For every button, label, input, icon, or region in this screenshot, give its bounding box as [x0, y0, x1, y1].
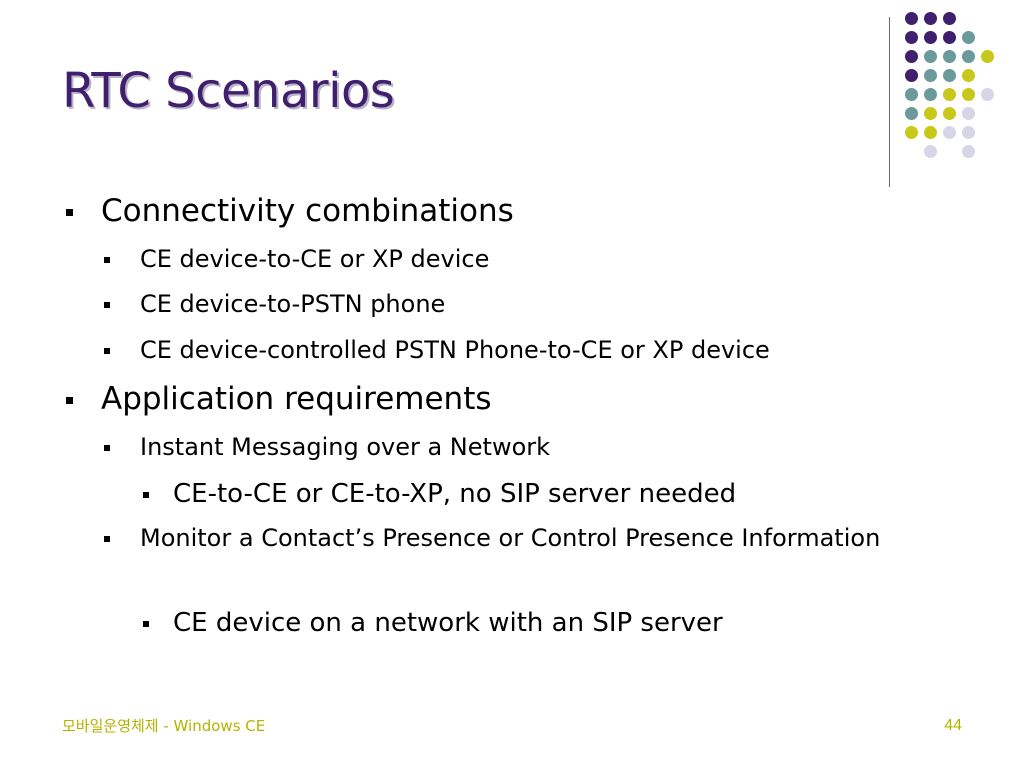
footer-title: 모바일운영체제 - Windows CE [62, 717, 266, 735]
slide-title: RTC Scenarios [62, 63, 395, 119]
decorative-dot [962, 50, 975, 63]
bullet-marker [104, 257, 110, 263]
bullet-item: Connectivity combinations [66, 191, 514, 231]
decorative-dot [924, 69, 937, 82]
bullet-text: CE device on a network with an SIP serve… [173, 608, 723, 638]
decorative-dot [905, 126, 918, 139]
decorative-dot [905, 69, 918, 82]
bullet-item: Application requirements [66, 379, 492, 419]
decorative-dot [962, 88, 975, 101]
bullet-text: CE-to-CE or CE-to-XP, no SIP server need… [173, 479, 737, 509]
decorative-dot [962, 69, 975, 82]
decorative-divider [889, 17, 890, 187]
page-number: 44 [944, 717, 962, 734]
decorative-dot [924, 107, 937, 120]
bullet-text: Application requirements [101, 381, 492, 417]
sub-bullet-item: CE device-to-CE or XP device [104, 240, 490, 279]
bullet-marker [104, 536, 110, 542]
bullet-marker [143, 621, 149, 627]
bullet-marker [66, 397, 73, 404]
bullet-list: Connectivity combinations CE device-to-C… [66, 191, 900, 643]
bullet-text: Instant Messaging over a Network [140, 433, 551, 461]
sub-bullet-item: CE device-controlled PSTN Phone-to-CE or… [104, 331, 770, 370]
decorative-dot [924, 88, 937, 101]
bullet-text: Monitor a Contact’s Presence or Control … [140, 524, 881, 552]
decorative-dot [962, 31, 975, 44]
sub-bullet-item: Instant Messaging over a Network [104, 428, 551, 467]
decorative-dot [905, 50, 918, 63]
sub-sub-bullet-item: CE-to-CE or CE-to-XP, no SIP server need… [143, 474, 737, 514]
decorative-dot [943, 88, 956, 101]
bullet-marker [143, 492, 149, 498]
decorative-dot [943, 107, 956, 120]
decorative-dot [962, 126, 975, 139]
sub-bullet-item: CE device-to-PSTN phone [104, 285, 446, 324]
decorative-dot [905, 88, 918, 101]
bullet-marker [66, 209, 73, 216]
decorative-dot [924, 31, 937, 44]
bullet-text: Connectivity combinations [101, 193, 514, 229]
sub-sub-bullet-item: CE device on a network with an SIP serve… [143, 603, 723, 643]
decorative-dot-grid [905, 12, 1005, 162]
decorative-dot [905, 107, 918, 120]
decorative-dot [905, 12, 918, 25]
decorative-dot [924, 50, 937, 63]
decorative-dot [981, 50, 994, 63]
decorative-dot [924, 126, 937, 139]
decorative-dot [962, 145, 975, 158]
decorative-dot [943, 50, 956, 63]
decorative-dot [943, 126, 956, 139]
decorative-dot [905, 31, 918, 44]
bullet-text: CE device-to-PSTN phone [140, 290, 446, 318]
bullet-marker [104, 445, 110, 451]
bullet-text: CE device-controlled PSTN Phone-to-CE or… [140, 336, 770, 364]
decorative-dot [962, 107, 975, 120]
sub-bullet-item: Monitor a Contact’s Presence or Control … [104, 519, 900, 558]
decorative-dot [924, 145, 937, 158]
decorative-dot [943, 31, 956, 44]
bullet-text: CE device-to-CE or XP device [140, 245, 490, 273]
bullet-marker [104, 302, 110, 308]
bullet-marker [104, 348, 110, 354]
decorative-dot [981, 88, 994, 101]
decorative-dot [943, 12, 956, 25]
decorative-dot [943, 69, 956, 82]
decorative-dot [924, 12, 937, 25]
